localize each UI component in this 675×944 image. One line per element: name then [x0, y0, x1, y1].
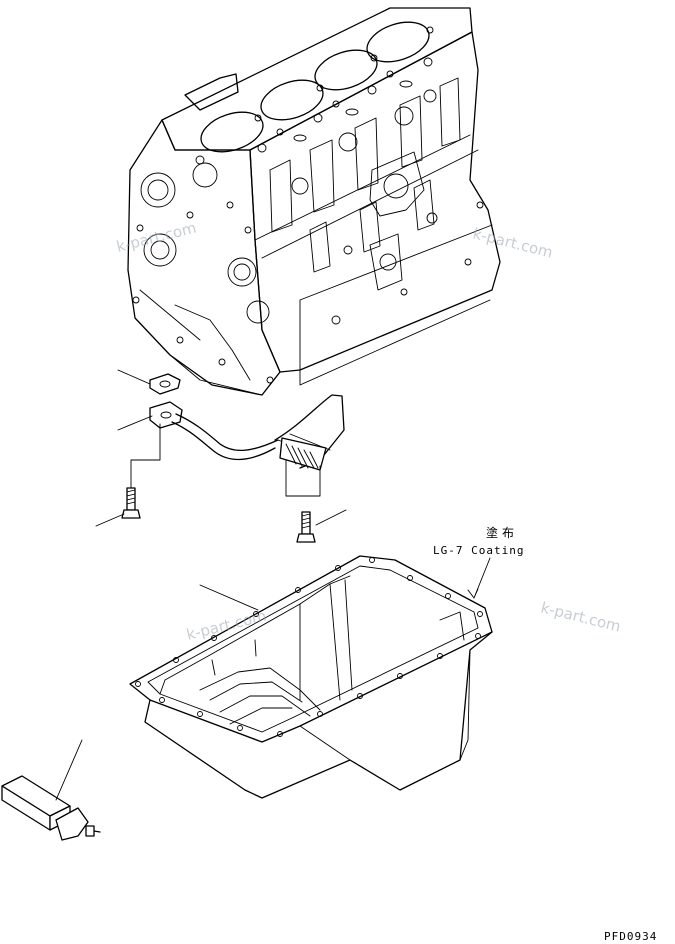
bolt-right — [285, 459, 347, 543]
oil-strainer — [117, 394, 345, 471]
oil-level-sensor — [1, 739, 101, 841]
oil-pan — [129, 555, 493, 799]
cylinder-block — [127, 7, 501, 396]
gasket — [117, 369, 181, 395]
watermark-3: k-part.com — [185, 607, 269, 644]
watermark-1: k-part.com — [115, 219, 199, 256]
watermark-4: k-part.com — [539, 598, 623, 635]
drawing-code: PFD0934 — [604, 930, 657, 943]
coating-leader — [467, 557, 491, 599]
coating-label-japanese: 塗布 — [486, 525, 518, 540]
watermark-2: k-part.com — [471, 224, 555, 261]
bolt-left — [95, 423, 161, 527]
coating-label-english: LG-7 Coating — [433, 544, 524, 557]
